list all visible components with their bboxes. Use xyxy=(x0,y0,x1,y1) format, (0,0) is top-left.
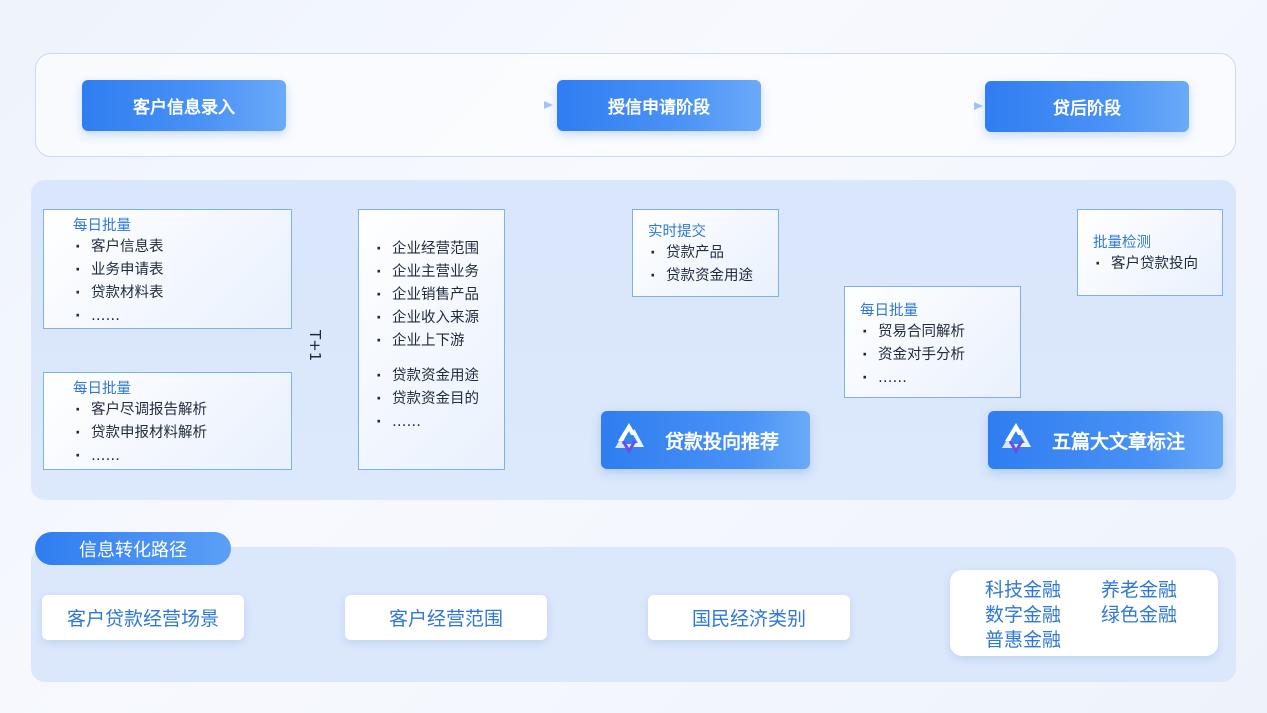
finance-type-inclusive: 普惠金融 xyxy=(985,629,1062,651)
enterprise-info-box: 企业经营范围 企业主营业务 企业销售产品 企业收入来源 企业上下游 贷款资金用途… xyxy=(358,209,505,470)
ai-logo-icon xyxy=(1002,423,1031,454)
finance-type-green: 绿色金融 xyxy=(1101,604,1178,626)
finance-types-card: 科技金融 养老金融 数字金融 绿色金融 普惠金融 xyxy=(950,570,1218,656)
list-item: …… xyxy=(860,367,1020,390)
list-item: 贷款材料表 xyxy=(73,282,291,305)
box-title: 每日批量 xyxy=(73,218,131,234)
loan-recommend-label: 贷款投向推荐 xyxy=(665,430,780,453)
daily-batch-box-1: 每日批量 客户信息表 业务申请表 贷款材料表 …… xyxy=(43,209,292,329)
five-articles-label: 五篇大文章标注 xyxy=(1052,430,1186,453)
daily-batch-box-2: 每日批量 客户尽调报告解析 贷款申报材料解析 …… xyxy=(43,372,292,470)
box-title: 每日批量 xyxy=(73,381,131,397)
list-item: 资金对手分析 xyxy=(860,344,1020,367)
list-item: 企业主营业务 xyxy=(374,261,504,284)
list-item: 贸易合同解析 xyxy=(860,321,1020,344)
list-item: 贷款产品 xyxy=(648,242,778,265)
five-articles-label-button[interactable]: 五篇大文章标注 xyxy=(988,411,1223,469)
list-item: …… xyxy=(73,305,291,328)
list-item: 企业销售产品 xyxy=(374,284,504,307)
list-item: 贷款资金用途 xyxy=(648,265,778,288)
list-item: 企业上下游 xyxy=(374,330,504,353)
loan-recommend-button[interactable]: 贷款投向推荐 xyxy=(601,411,810,469)
stage-credit-application[interactable]: 授信申请阶段 xyxy=(557,80,761,131)
finance-type-tech: 科技金融 xyxy=(985,579,1062,601)
batch-detect-box: 批量检测 客户贷款投向 xyxy=(1077,209,1223,296)
t-plus-one-label: T+1 xyxy=(306,330,324,362)
list-item: …… xyxy=(374,411,504,434)
stage-post-loan[interactable]: 贷后阶段 xyxy=(985,81,1189,132)
stage-customer-info[interactable]: 客户信息录入 xyxy=(82,80,286,131)
list-item: 贷款资金目的 xyxy=(374,388,504,411)
path-step-scope: 客户经营范围 xyxy=(345,595,547,640)
realtime-submit-box: 实时提交 贷款产品 贷款资金用途 xyxy=(632,209,779,297)
list-item: 贷款申报材料解析 xyxy=(73,422,291,445)
box-title: 每日批量 xyxy=(860,303,918,319)
ai-logo-icon xyxy=(615,423,644,454)
finance-type-pension: 养老金融 xyxy=(1101,579,1178,601)
list-item: 企业经营范围 xyxy=(374,238,504,261)
list-item: 企业收入来源 xyxy=(374,307,504,330)
path-step-scene: 客户贷款经营场景 xyxy=(42,595,244,640)
list-item: 业务申请表 xyxy=(73,259,291,282)
path-step-category: 国民经济类别 xyxy=(648,595,850,640)
daily-batch-box-3: 每日批量 贸易合同解析 资金对手分析 …… xyxy=(844,286,1021,398)
finance-type-digital: 数字金融 xyxy=(985,604,1062,626)
list-item: …… xyxy=(73,445,291,468)
list-item: 客户信息表 xyxy=(73,236,291,259)
list-item: 客户贷款投向 xyxy=(1093,253,1222,276)
path-title-tag: 信息转化路径 xyxy=(35,532,231,565)
list-item: 贷款资金用途 xyxy=(374,365,504,388)
list-item: 客户尽调报告解析 xyxy=(73,399,291,422)
box-title: 批量检测 xyxy=(1093,235,1151,251)
box-title: 实时提交 xyxy=(648,224,706,240)
